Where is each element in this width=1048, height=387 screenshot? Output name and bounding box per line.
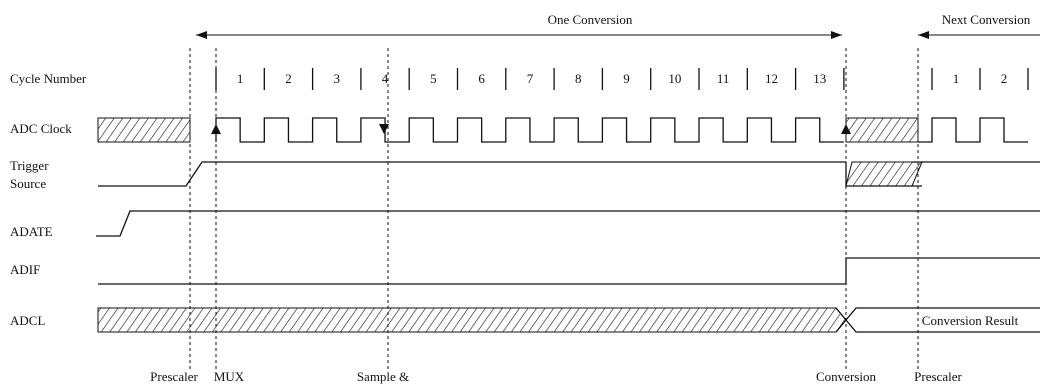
cycle-number-label: Cycle Number — [10, 71, 87, 86]
cycle-number: 2 — [285, 71, 292, 86]
edge-arrow-down-icon — [379, 124, 389, 134]
conversion-result-label: Conversion Result — [922, 313, 1019, 328]
cycle-number: 8 — [575, 71, 582, 86]
trigger-source-label-line2: Source — [10, 176, 46, 191]
clock-hatch-pre — [97, 117, 191, 143]
next-conversion-arrow — [918, 31, 1040, 39]
edge-arrow-up-icon — [211, 124, 221, 134]
next-conversion-label: Next Conversion — [942, 12, 1031, 27]
adc-clock-trace — [215, 117, 1028, 143]
mux-label: MUX — [214, 369, 245, 384]
cycle-number: 11 — [717, 71, 730, 86]
prescaler-label-1: Prescaler — [150, 369, 198, 384]
trigger-source-waveform — [98, 161, 1040, 187]
adcl-waveform — [97, 307, 1040, 333]
adate-label: ADATE — [10, 224, 53, 239]
cycle-number: 1 — [953, 71, 960, 86]
cycle-number: 7 — [527, 71, 534, 86]
adcl-hatch — [97, 307, 847, 333]
cycle-number: 12 — [765, 71, 778, 86]
cycle-number: 5 — [430, 71, 437, 86]
adif-label: ADIF — [10, 262, 40, 277]
cycle-number: 9 — [623, 71, 630, 86]
one-conversion-span — [196, 31, 842, 39]
one-conversion-label: One Conversion — [548, 12, 633, 27]
conversion-label: Conversion — [816, 369, 876, 384]
cycle-number: 3 — [334, 71, 341, 86]
cycle-number: 6 — [478, 71, 485, 86]
cycle-number: 1 — [237, 71, 244, 86]
cycle-number: 4 — [382, 71, 389, 86]
trigger-source-label-line1: Trigger — [10, 158, 49, 173]
cycle-number: 10 — [668, 71, 681, 86]
cycle-number: 13 — [813, 71, 826, 86]
sample-label: Sample & — [357, 369, 409, 384]
prescaler-label-2: Prescaler — [914, 369, 962, 384]
adate-waveform — [96, 210, 1040, 237]
adif-waveform — [98, 257, 1040, 285]
edge-arrow-up-icon — [841, 124, 851, 134]
adc-clock-label: ADC Clock — [10, 121, 72, 136]
trigger-hatch — [845, 161, 923, 187]
cycle-number: 2 — [1001, 71, 1008, 86]
adc-clock-waveform — [97, 117, 1028, 143]
adcl-label: ADCL — [10, 313, 45, 328]
clock-hatch-post — [845, 117, 919, 143]
